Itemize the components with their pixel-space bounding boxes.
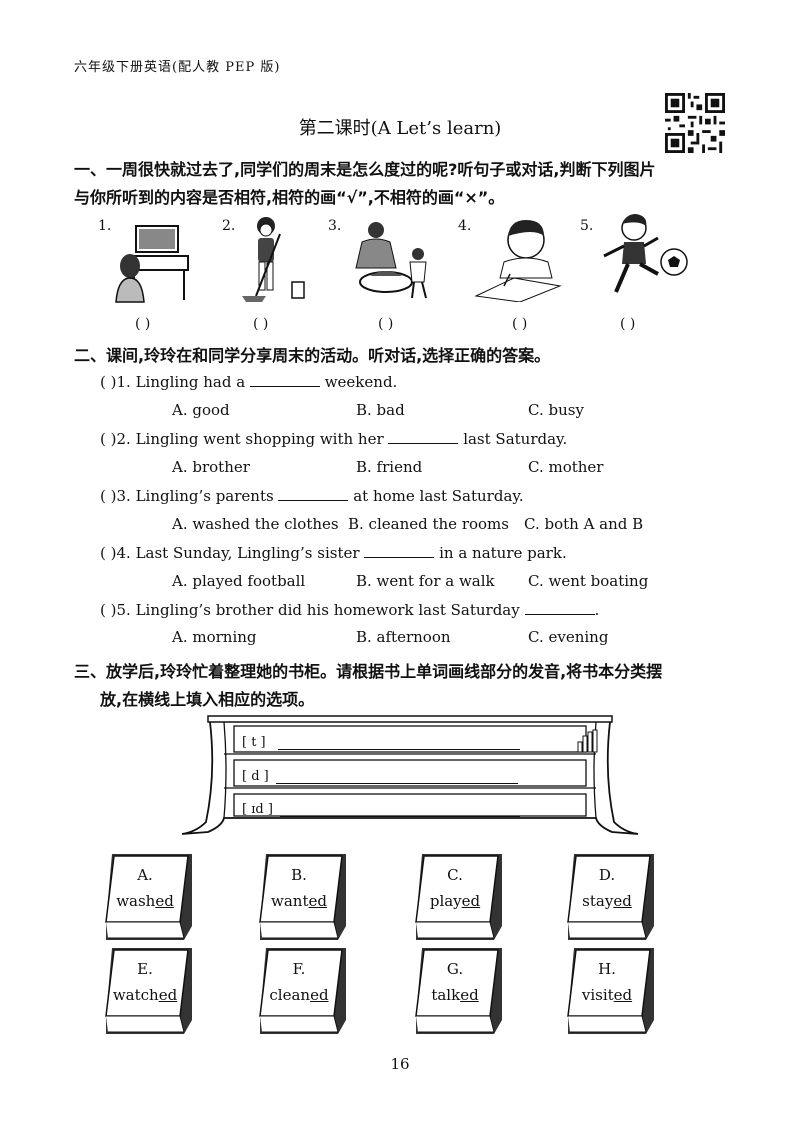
book-b[interactable]: B. wanted <box>254 852 354 942</box>
section3-instruction: 三、放学后,玲玲忙着整理她的书柜。请根据书上单词画线部分的发音,将书本分类摆 放… <box>74 658 734 714</box>
shelf-blank-id[interactable] <box>280 816 520 817</box>
book-word: watched <box>112 986 178 1004</box>
book-letter: E. <box>137 960 153 978</box>
book-word: stayed <box>582 892 632 910</box>
book-icon <box>567 948 654 1034</box>
answer-bracket[interactable]: ( ) <box>253 316 269 332</box>
book-icon <box>105 948 192 1034</box>
answer-bracket[interactable]: ( ) <box>100 544 117 562</box>
option-a[interactable]: A. brother <box>172 458 250 476</box>
section1-instruction-line1: 一、一周很快就过去了,同学们的周末是怎么度过的呢?听句子或对话,判断下列图片 <box>74 160 656 179</box>
option-a[interactable]: A. morning <box>172 628 257 646</box>
book-icon <box>105 854 192 940</box>
question-3: ( )3. Lingling’s parents at home last Sa… <box>100 486 524 505</box>
book-icon <box>259 948 346 1034</box>
homework-boy-icon <box>474 220 562 302</box>
answer-bracket[interactable]: ( ) <box>378 316 394 332</box>
book-letter: B. <box>291 866 307 884</box>
option-a[interactable]: A. good <box>172 401 230 419</box>
answer-bracket[interactable]: ( ) <box>135 316 151 332</box>
option-c[interactable]: C. mother <box>528 458 604 476</box>
option-b[interactable]: B. friend <box>356 458 423 476</box>
option-b[interactable]: B. cleaned the rooms <box>348 515 509 533</box>
bookshelf-icon <box>181 715 639 835</box>
book-letter: H. <box>598 960 616 978</box>
book-g[interactable]: G. talked <box>410 946 510 1036</box>
book-c[interactable]: C. played <box>410 852 510 942</box>
book-h[interactable]: H. visited <box>562 946 662 1036</box>
book-letter: C. <box>447 866 463 884</box>
book-word: wanted <box>271 892 327 910</box>
book-f[interactable]: F. cleaned <box>254 946 354 1036</box>
option-a[interactable]: A. played football <box>172 572 306 590</box>
section3-instruction-line2: 放,在横线上填入相应的选项。 <box>100 690 315 709</box>
item-number: 5. <box>580 218 594 234</box>
blank-line[interactable] <box>364 543 435 558</box>
lesson-title: 第二课时(A Let’s learn) <box>298 118 502 139</box>
answer-bracket[interactable]: ( ) <box>100 487 117 505</box>
answer-bracket[interactable]: ( ) <box>620 316 636 332</box>
option-c[interactable]: C. both A and B <box>524 515 644 533</box>
option-c[interactable]: C. busy <box>528 401 584 419</box>
book-word: visited <box>581 986 633 1004</box>
tv-watching-girl-icon <box>115 225 189 303</box>
book-word: talked <box>431 986 479 1004</box>
item-number: 1. <box>98 218 112 234</box>
book-letter: D. <box>598 866 616 884</box>
shelf-label-d: [ d ] <box>242 769 269 784</box>
option-b[interactable]: B. went for a walk <box>356 572 495 590</box>
book-a[interactable]: A. washed <box>100 852 200 942</box>
item-number: 2. <box>222 218 236 234</box>
book-letter: G. <box>446 960 464 978</box>
book-d[interactable]: D. stayed <box>562 852 662 942</box>
football-boy-icon <box>603 214 688 293</box>
section3-instruction-line1: 三、放学后,玲玲忙着整理她的书柜。请根据书上单词画线部分的发音,将书本分类摆 <box>74 662 663 681</box>
shelf-label-id: [ ɪd ] <box>242 802 273 817</box>
book-icon <box>259 854 346 940</box>
book-e[interactable]: E. watched <box>100 946 200 1036</box>
book-icon <box>567 854 654 940</box>
book-word: cleaned <box>269 986 329 1004</box>
answer-bracket[interactable]: ( ) <box>512 316 528 332</box>
question-5: ( )5. Lingling’s brother did his homewor… <box>100 600 600 619</box>
blank-line[interactable] <box>388 429 459 444</box>
blank-line[interactable] <box>249 372 320 387</box>
answer-bracket[interactable]: ( ) <box>100 430 117 448</box>
mopping-girl-icon <box>242 217 305 302</box>
book-word: played <box>429 892 481 910</box>
option-c[interactable]: C. evening <box>528 628 609 646</box>
question-1: ( )1. Lingling had a weekend. <box>100 372 398 391</box>
shelf-blank-d[interactable] <box>276 783 518 784</box>
answer-bracket[interactable]: ( ) <box>100 373 117 391</box>
item-number: 3. <box>328 218 342 234</box>
book-icon <box>415 854 502 940</box>
book-letter: F. <box>292 960 306 978</box>
option-b[interactable]: B. afternoon <box>356 628 451 646</box>
blank-line[interactable] <box>278 486 349 501</box>
section1-instruction: 一、一周很快就过去了,同学们的周末是怎么度过的呢?听句子或对话,判断下列图片 与… <box>74 156 734 212</box>
question-2: ( )2. Lingling went shopping with her la… <box>100 429 568 448</box>
washing-clothes-mother-icon <box>355 222 427 299</box>
qr-code-icon[interactable] <box>665 93 725 153</box>
option-a[interactable]: A. washed the clothes <box>172 515 339 533</box>
book-header: 六年级下册英语(配人教 PEP 版) <box>74 60 281 75</box>
blank-line[interactable] <box>524 600 595 615</box>
book-icon <box>415 948 502 1034</box>
book-letter: A. <box>137 866 153 884</box>
option-b[interactable]: B. bad <box>356 401 405 419</box>
section1-instruction-line2: 与你所听到的内容是否相符,相符的画“√”,不相符的画“×”。 <box>74 188 505 207</box>
item-number: 4. <box>458 218 472 234</box>
shelf-blank-t[interactable] <box>278 749 520 750</box>
section2-instruction: 二、课间,玲玲在和同学分享周末的活动。听对话,选择正确的答案。 <box>74 346 551 365</box>
shelf-label-t: [ t ] <box>242 735 266 750</box>
answer-bracket[interactable]: ( ) <box>100 601 117 619</box>
page-number: 16 <box>390 1055 410 1073</box>
question-4: ( )4. Last Sunday, Lingling’s sister in … <box>100 543 567 562</box>
option-c[interactable]: C. went boating <box>528 572 649 590</box>
book-word: washed <box>116 892 174 910</box>
